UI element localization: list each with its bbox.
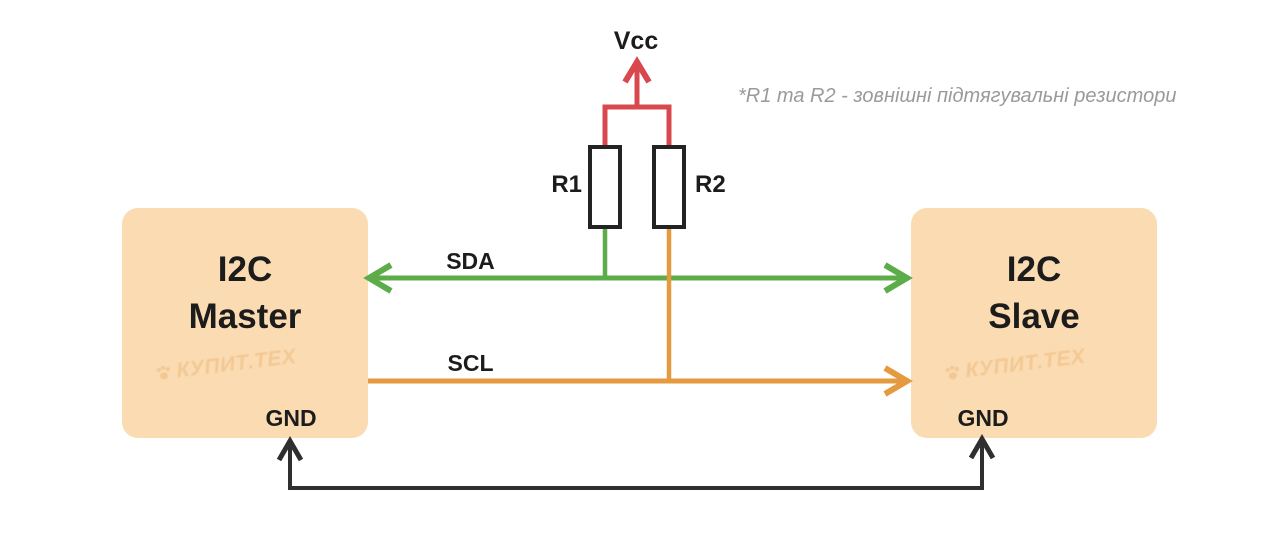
- watermark: КУПИТ.ТЕХ: [153, 338, 354, 386]
- watermark: КУПИТ.ТЕХ: [942, 338, 1143, 386]
- resistor-r2: [652, 145, 686, 229]
- scl-wire: [368, 229, 913, 397]
- slave-gnd-label: GND: [957, 405, 1009, 431]
- master-title-line1: I2C: [217, 250, 273, 289]
- scl-arrowhead-right: [883, 365, 913, 397]
- i2c-master-box: I2C Master КУПИТ.ТЕХ: [122, 208, 368, 438]
- vcc-label: Vcc: [613, 27, 659, 55]
- r1-label: R1: [551, 171, 582, 198]
- sda-arrowhead-right: [883, 262, 913, 294]
- sda-arrowhead-left: [363, 262, 393, 294]
- vcc-wire: [602, 56, 672, 145]
- scl-label: SCL: [447, 350, 494, 376]
- paw-icon: [945, 365, 959, 380]
- r2-label: R2: [695, 171, 726, 198]
- sda-label: SDA: [446, 248, 495, 274]
- paw-icon: [156, 365, 170, 380]
- master-title: I2C Master: [122, 246, 368, 340]
- master-title-line2: Master: [188, 297, 302, 336]
- pullup-resistors-note: *R1 та R2 - зовнішні підтягувальні резис…: [738, 85, 1177, 107]
- gnd-arrowhead-slave: [968, 434, 996, 460]
- resistor-r1: [588, 145, 622, 229]
- slave-title-line1: I2C: [1006, 250, 1062, 289]
- sda-wire: [363, 229, 913, 294]
- slave-title-line2: Slave: [988, 297, 1080, 336]
- gnd-arrowhead-master: [276, 436, 304, 462]
- master-gnd-label: GND: [265, 405, 317, 431]
- gnd-wire: [276, 434, 996, 490]
- vcc-arrowhead-up: [622, 56, 652, 84]
- slave-title: I2C Slave: [911, 246, 1157, 340]
- i2c-slave-box: I2C Slave КУПИТ.ТЕХ: [911, 208, 1157, 438]
